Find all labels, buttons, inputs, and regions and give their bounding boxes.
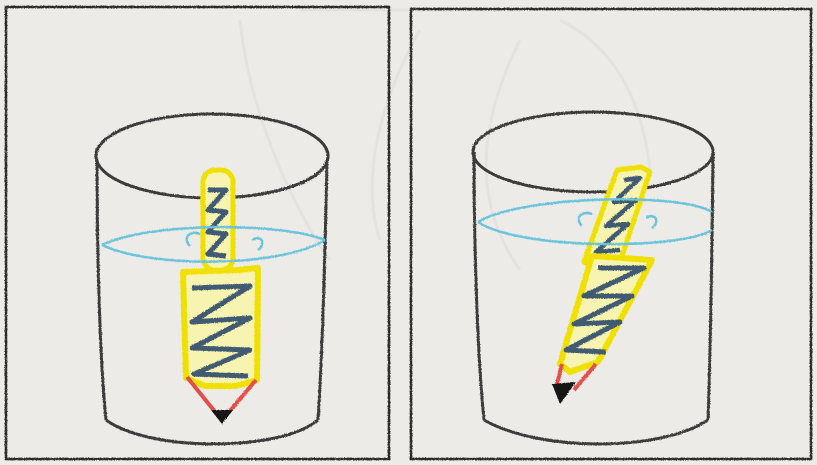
- left-pencil-upper: [203, 170, 233, 270]
